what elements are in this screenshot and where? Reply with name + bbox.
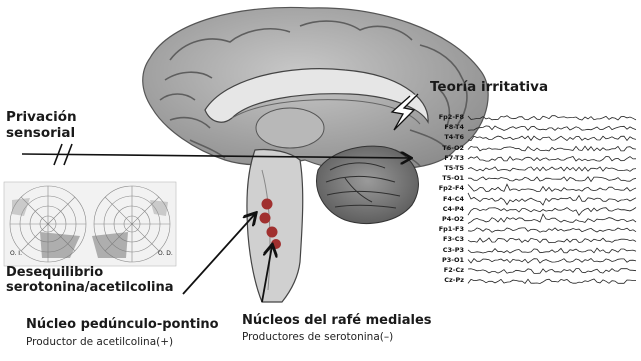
label-imbalance-line2: serotonina/acetilcolina [6, 279, 174, 295]
eeg-trace [467, 183, 637, 192]
eeg-trace [468, 176, 637, 183]
eeg-trace [467, 145, 637, 152]
eeg-channel-label: F3-C3 [443, 235, 464, 244]
label-sensory-deprivation-line2: sensorial [6, 124, 76, 141]
eeg-channel-label: Fp2-F8 [438, 113, 464, 121]
eeg-channel-label: T4-T6 [444, 133, 464, 142]
eeg-channel-label: P3-O1 [441, 255, 464, 264]
label-imbalance: Desequilibrio serotonina/acetilcolina [6, 265, 174, 296]
label-imbalance-line1: Desequilibrio [6, 265, 104, 280]
eeg-channel-label: C4-P4 [442, 204, 464, 213]
eeg-trace [467, 227, 637, 233]
eeg-trace [467, 155, 637, 162]
label-sensory-deprivation: Privación sensorial [6, 109, 77, 141]
eeg-channel-label: Cz-Pz [444, 276, 464, 285]
sensory-deprivation-arrow [21, 154, 410, 158]
eeg-trace [467, 237, 637, 244]
eeg-trace [467, 125, 637, 131]
eeg-channel-label: F7-T3 [444, 153, 464, 162]
eeg-channel-label: F8-T4 [444, 123, 464, 132]
eeg-trace [467, 166, 637, 172]
label-sensory-deprivation-line1: Privación [6, 109, 77, 125]
eeg-trace [467, 213, 637, 224]
eeg-trace [467, 192, 637, 206]
eeg-trace [467, 115, 637, 121]
eeg-trace [467, 135, 637, 142]
ppn-arrow [182, 214, 255, 295]
label-ppn-sub: Productor de acetilcolina(+) [26, 336, 174, 348]
raphe-arrow [261, 246, 272, 303]
brain-illustration [142, 6, 489, 303]
eeg-channel-label: T5-O1 [442, 174, 464, 183]
eeg-trace [467, 207, 637, 217]
cerebellum-folia [325, 162, 401, 209]
eeg-trace [467, 257, 637, 264]
eeg-channel-label: C3-P3 [442, 245, 464, 254]
eeg-trace [467, 247, 637, 254]
visual-field-left-label: O. I. [10, 250, 22, 257]
label-raphe-title: Núcleos del rafé mediales [242, 313, 432, 328]
eeg-channel-label: F2-Cz [443, 266, 464, 274]
eeg-traces [467, 115, 637, 284]
brainstem [246, 148, 304, 303]
eeg-trace [467, 268, 637, 274]
arrows [21, 93, 419, 303]
label-ppn-title: Núcleo pedúnculo-pontino [26, 317, 219, 332]
label-irritative-theory: Teoría irritativa [430, 79, 549, 95]
eeg-trace [467, 278, 637, 284]
visual-field-chart [3, 181, 177, 267]
eeg-channel-label: F4-C4 [443, 194, 464, 203]
eeg-channel-label: Fp2-F4 [438, 184, 464, 193]
eeg-channel-label: T5-T5 [444, 164, 464, 172]
thalamus [255, 107, 325, 149]
eeg-channel-label: Fp1-F3 [438, 225, 464, 234]
eeg-channel-label: T6-O2 [442, 143, 464, 152]
label-raphe-sub: Productores de serotonina(–) [242, 331, 394, 343]
visual-field-right-label: O. D. [158, 250, 173, 257]
eeg-channel-label: P4-O2 [441, 215, 464, 223]
lightning-bolt-icon [390, 93, 419, 131]
